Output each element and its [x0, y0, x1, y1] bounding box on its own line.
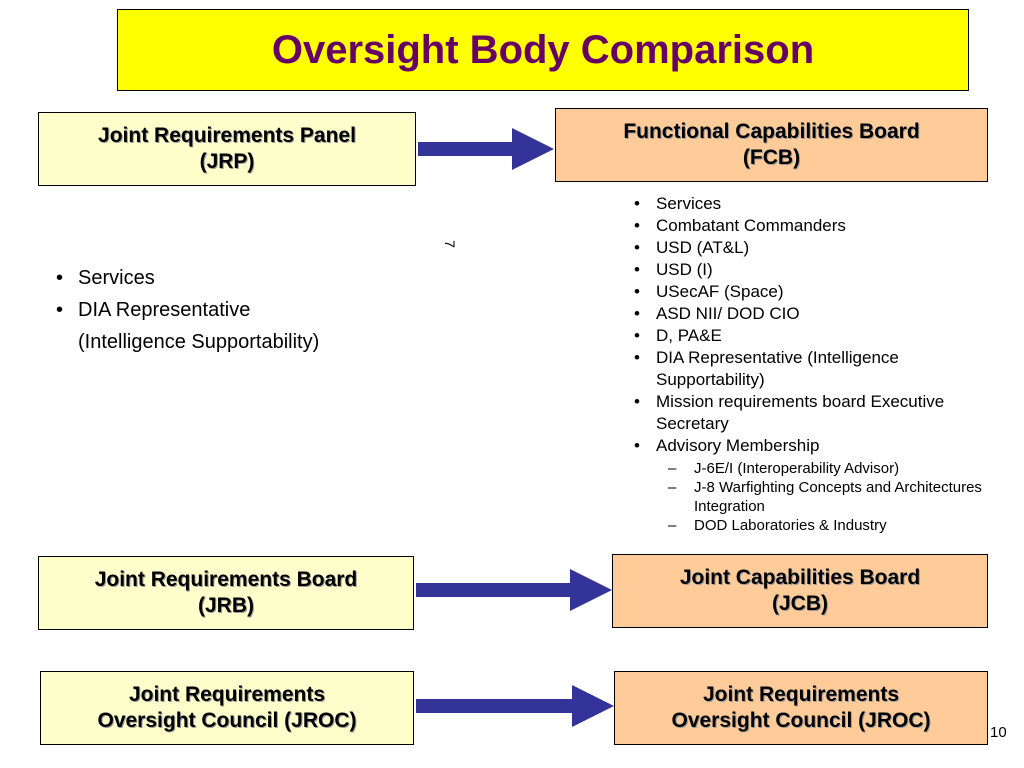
- jrp-label: Joint Requirements Panel (JRP): [98, 124, 356, 173]
- list-item: DIA Representative (Intelligence Support…: [630, 347, 1000, 391]
- page-title: Oversight Body Comparison: [271, 27, 815, 72]
- stray-mark: 7: [441, 240, 458, 248]
- title-banner: Oversight Body Comparison: [117, 9, 969, 91]
- jroc-right-box: Joint Requirements Oversight Council (JR…: [614, 671, 988, 745]
- list-item: Mission requirements board Executive Sec…: [630, 391, 1000, 435]
- list-item: USecAF (Space): [630, 281, 1000, 303]
- list-item: USD (I): [630, 259, 1000, 281]
- sub-list-item: J-6E/I (Interoperability Advisor): [656, 459, 1000, 478]
- sub-list-item: J-8 Warfighting Concepts and Architectur…: [656, 478, 1000, 516]
- jrp-member-list: Services DIA Representative (Intelligenc…: [50, 262, 410, 358]
- list-item: Services: [50, 262, 410, 294]
- list-item: Combatant Commanders: [630, 215, 1000, 237]
- jroc-right-label: Joint Requirements Oversight Council (JR…: [671, 683, 931, 732]
- right-arrow-icon: [416, 569, 612, 611]
- list-item: Services: [630, 193, 1000, 215]
- jroc-left-label: Joint Requirements Oversight Council (JR…: [97, 683, 357, 732]
- list-item: USD (AT&L): [630, 237, 1000, 259]
- list-item-advisory: Advisory Membership J-6E/I (Interoperabi…: [630, 435, 1000, 535]
- list-item: ASD NII/ DOD CIO: [630, 303, 1000, 325]
- advisory-sub-list: J-6E/I (Interoperability Advisor) J-8 Wa…: [656, 459, 1000, 535]
- fcb-label: Functional Capabilities Board (FCB): [623, 120, 920, 169]
- fcb-box: Functional Capabilities Board (FCB): [555, 108, 988, 182]
- jrp-box: Joint Requirements Panel (JRP): [38, 112, 416, 186]
- right-arrow-icon: [418, 128, 554, 170]
- jrb-label: Joint Requirements Board (JRB): [94, 568, 358, 617]
- sub-list-item: DOD Laboratories & Industry: [656, 516, 1000, 535]
- jcb-box: Joint Capabilities Board (JCB): [612, 554, 988, 628]
- jroc-left-box: Joint Requirements Oversight Council (JR…: [40, 671, 414, 745]
- list-item: DIA Representative (Intelligence Support…: [50, 294, 410, 358]
- list-item: D, PA&E: [630, 325, 1000, 347]
- advisory-label: Advisory Membership: [656, 436, 820, 455]
- fcb-member-list: Services Combatant Commanders USD (AT&L)…: [630, 193, 1000, 535]
- right-arrow-icon: [416, 685, 614, 727]
- jcb-label: Joint Capabilities Board (JCB): [679, 566, 921, 615]
- page-number: 10: [990, 724, 1007, 741]
- jrb-box: Joint Requirements Board (JRB): [38, 556, 414, 630]
